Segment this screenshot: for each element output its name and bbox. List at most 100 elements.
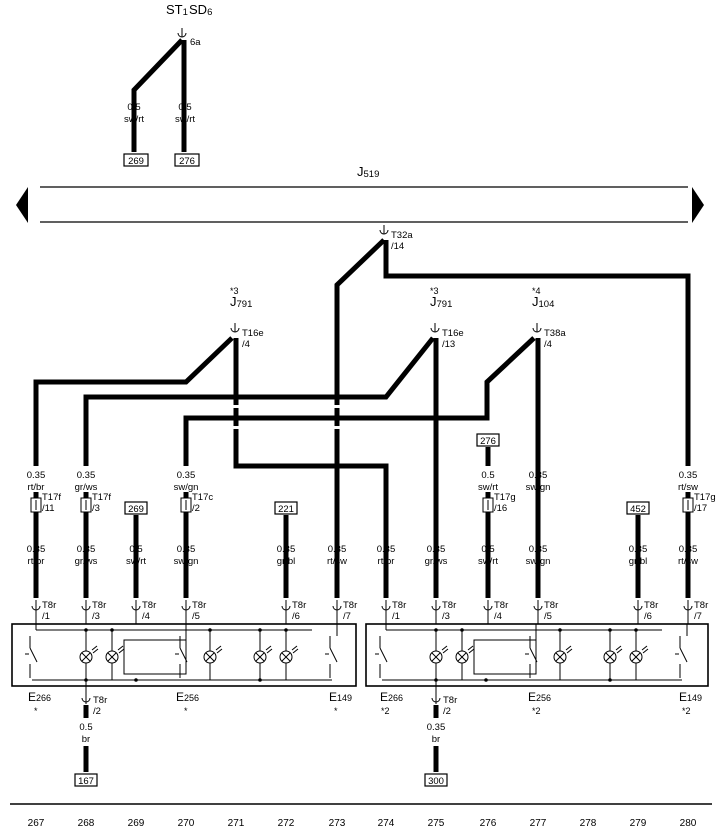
- svg-text:rt/sw: rt/sw: [678, 482, 698, 493]
- grid-number: 278: [580, 818, 597, 829]
- wire-color: br: [432, 734, 440, 745]
- wire-size: 0.35: [427, 544, 446, 555]
- grid-number: 270: [178, 818, 195, 829]
- switch-module-right: [365, 623, 709, 687]
- wire-size: 0.35: [529, 544, 548, 555]
- ref-box: [74, 773, 98, 787]
- ref-box: [476, 433, 500, 447]
- svg-text:T17g: T17g: [694, 492, 716, 503]
- t8r-label: T8r: [292, 600, 306, 611]
- svg-text:*: *: [34, 706, 38, 716]
- lamp-symbol: [105, 645, 125, 664]
- t8r-pin-connector: T8r/4: [483, 600, 508, 624]
- t8r-pin: /1: [42, 611, 50, 622]
- wire-j791-grws-268: [83, 336, 435, 466]
- wire-color: sw/gn: [174, 556, 199, 567]
- svg-text:/17: /17: [694, 503, 707, 514]
- wire-color: gr/bl: [629, 556, 647, 567]
- svg-text:/11: /11: [42, 503, 55, 514]
- wire-j104-swgn-270: [183, 336, 536, 466]
- switch-module-left: [11, 623, 357, 687]
- t8r-label: T8r: [42, 600, 56, 611]
- ref-box: [626, 501, 650, 515]
- lamp-symbol: [279, 645, 299, 664]
- wire-color: sw/gn: [526, 556, 551, 567]
- cu-note: *3: [430, 286, 439, 296]
- lamp-symbol: [629, 645, 649, 664]
- grid-number: 272: [278, 818, 295, 829]
- t8r-label: T8r: [392, 600, 406, 611]
- ref-box: [424, 773, 448, 787]
- t8r-label: T8r: [92, 600, 106, 611]
- wire-size: 0.35: [77, 544, 96, 555]
- wire-size: 0.5: [481, 544, 494, 555]
- svg-text:0.35: 0.35: [77, 470, 96, 481]
- j519-label: J519: [357, 164, 379, 180]
- t8r-pin-connector: T8r/5: [533, 600, 558, 624]
- svg-text:T17f: T17f: [42, 492, 61, 503]
- t8r-pin-connector: T8r/6: [633, 600, 658, 624]
- connector-symbol: [81, 690, 91, 704]
- inline-connector-t17f-11: T17f /11: [30, 492, 61, 514]
- wire-size: 0.35: [328, 544, 347, 555]
- wire-size: 0.35: [277, 544, 296, 555]
- svg-text:0.35: 0.35: [27, 470, 46, 481]
- t8r-label: T8r: [192, 600, 206, 611]
- wire-size: 0.35: [427, 722, 446, 733]
- t8r-bottom-label: T8r: [443, 695, 457, 706]
- t8r-pin: /5: [192, 611, 200, 622]
- ref-box: [174, 153, 200, 167]
- svg-text:E149: E149: [329, 690, 352, 704]
- cu-connector: T16e: [442, 328, 464, 339]
- svg-text:/2: /2: [192, 503, 200, 514]
- switch-symbol: [675, 636, 688, 678]
- upper-wire-labels: 0.35 rt/br 0.35 gr/ws 0.35 sw/gn 0.5 sw/…: [27, 470, 698, 493]
- connector-symbol: [430, 323, 440, 333]
- sd-label: SD6: [189, 2, 212, 18]
- svg-text:*2: *2: [682, 706, 691, 716]
- wire-size: 0.35: [27, 544, 46, 555]
- switch-symbol: [25, 636, 38, 678]
- t8r-pin: /7: [343, 611, 351, 622]
- ref-number: 452: [630, 504, 646, 515]
- connector-symbol: [532, 323, 542, 333]
- wire-j791-rtbr-267: [33, 336, 234, 466]
- svg-text:T17g: T17g: [494, 492, 516, 503]
- t8r-pin-connector: T8r/1: [381, 600, 406, 624]
- grid-number: 279: [630, 818, 647, 829]
- connector-6a-label: 6a: [190, 37, 201, 48]
- wire-color: rt/sw: [678, 556, 698, 567]
- svg-text:0.35: 0.35: [679, 470, 698, 481]
- j519-connector-label: T32a: [391, 230, 413, 241]
- connector-symbol: [379, 225, 389, 235]
- grid-number: 267: [28, 818, 45, 829]
- lamp-symbol: [429, 645, 449, 664]
- wire-size: 0.35: [377, 544, 396, 555]
- t8r-pin-connector: T8r/3: [431, 600, 456, 624]
- connector-symbol: [431, 690, 441, 704]
- st-label: ST1: [166, 2, 188, 18]
- wire-crossing-marks: [232, 405, 341, 429]
- cu-note: *4: [532, 286, 541, 296]
- wire-color: rt/br: [28, 556, 45, 567]
- bus-arrow-right: [692, 187, 704, 223]
- cu-note: *3: [230, 286, 239, 296]
- t8r-label: T8r: [142, 600, 156, 611]
- grid-number: 274: [378, 818, 395, 829]
- wire-size: 0.35: [177, 544, 196, 555]
- ref-box: [124, 501, 148, 515]
- grid-number: 269: [128, 818, 145, 829]
- t8r-pin: /4: [494, 611, 502, 622]
- ref-number: 300: [428, 776, 444, 787]
- svg-text:*2: *2: [381, 706, 390, 716]
- t8r-pin-connector: T8r/1: [31, 600, 56, 624]
- wire-color: gr/bl: [277, 556, 295, 567]
- ref-number: 276: [179, 156, 195, 167]
- t8r-pin-connector: T8r/4: [131, 600, 156, 624]
- wire-color: rt/br: [378, 556, 395, 567]
- t8r-label: T8r: [694, 600, 708, 611]
- connector-symbol: [230, 323, 240, 333]
- switch-symbol: [525, 636, 538, 678]
